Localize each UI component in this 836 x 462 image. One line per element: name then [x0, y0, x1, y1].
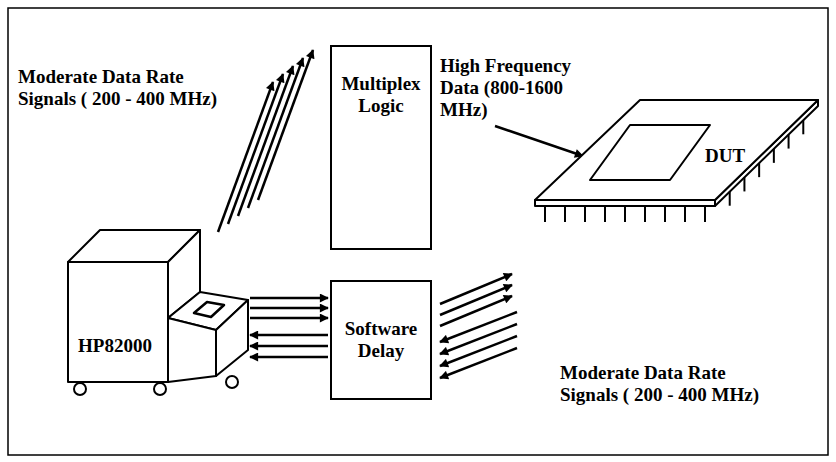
tester-unit: HP82000	[62, 222, 248, 398]
signal-arrow	[248, 58, 303, 208]
signal-arrow	[440, 336, 517, 366]
process-box: Multiplex Logic	[330, 45, 432, 250]
signal-bundle	[218, 50, 313, 232]
signal-arrow	[250, 345, 328, 348]
signal-arrow	[440, 296, 512, 326]
chip-outline	[525, 80, 825, 230]
signal-bundle	[250, 298, 328, 357]
node-label: HP82000	[78, 335, 152, 357]
signal-arrow	[250, 356, 328, 359]
signal-arrow	[440, 312, 517, 342]
signal-arrow	[440, 348, 517, 378]
node-label: Software Delay	[336, 318, 426, 362]
signal-label: Moderate Data Rate Signals ( 200 - 400 M…	[18, 66, 230, 110]
signal-label: Moderate Data Rate Signals ( 200 - 400 M…	[560, 362, 772, 406]
process-box: Software Delay	[330, 280, 432, 400]
signal-label: High Frequency Data (800-1600 MHz)	[440, 55, 590, 121]
signal-arrow	[258, 50, 313, 200]
dut-chip: DUT	[525, 80, 825, 230]
node-label: Multiplex Logic	[336, 73, 426, 117]
signal-arrow	[228, 74, 283, 224]
node-label: DUT	[705, 145, 745, 167]
signal-arrow	[218, 82, 273, 232]
leader-arrow	[495, 126, 583, 156]
signal-arrow	[238, 66, 293, 216]
signal-arrow	[250, 334, 328, 337]
frame-border	[8, 8, 828, 455]
signal-arrow	[440, 324, 517, 354]
signal-arrow	[250, 317, 328, 320]
signal-bundle	[440, 274, 517, 378]
signal-arrow	[250, 297, 328, 300]
tester-illustration	[68, 230, 248, 395]
signal-arrow	[250, 307, 328, 310]
